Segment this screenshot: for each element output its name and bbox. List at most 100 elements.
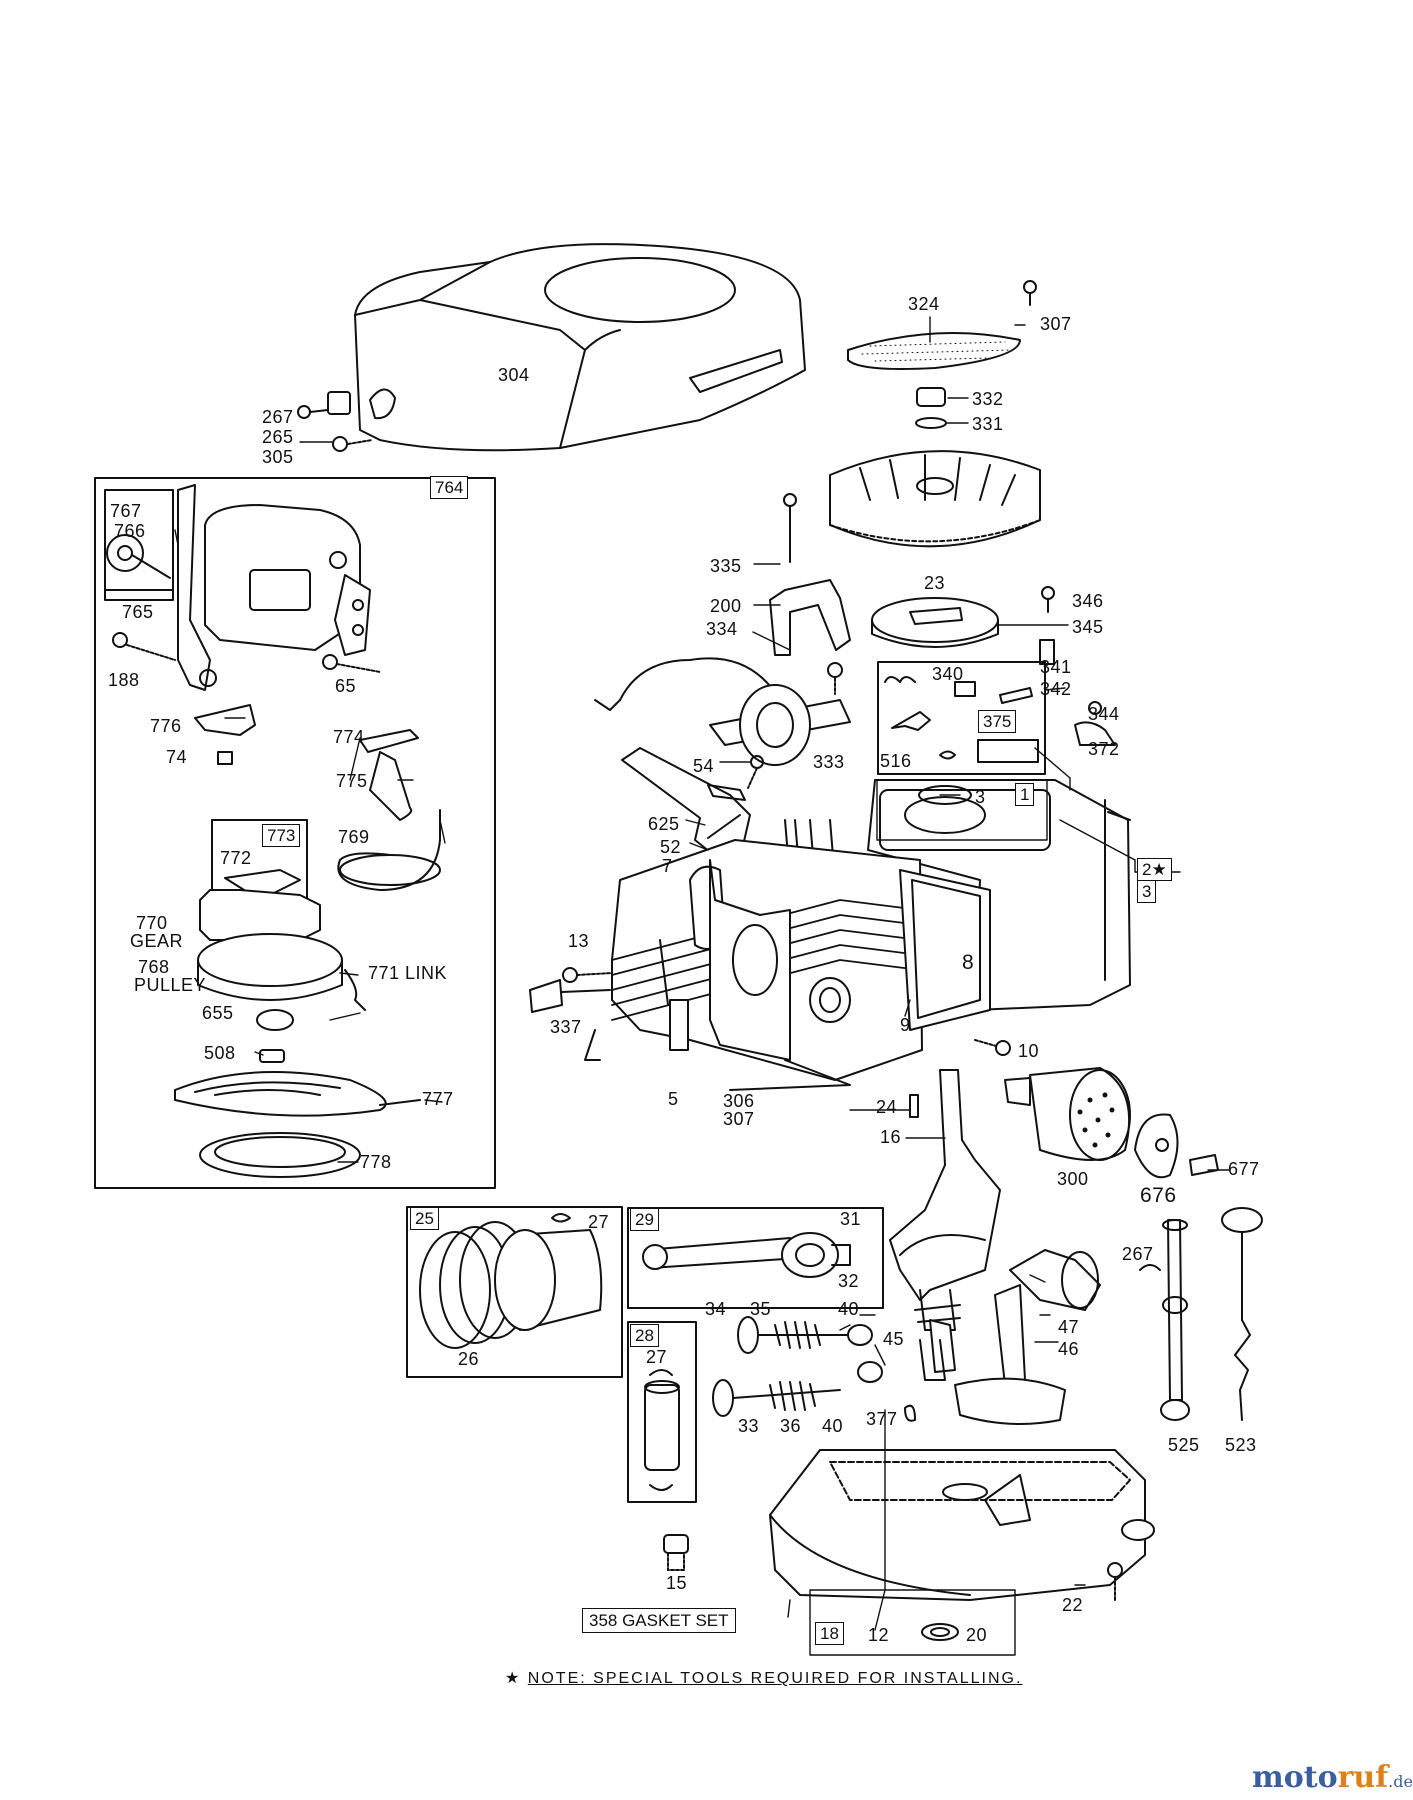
- callout-45: 45: [883, 1329, 905, 1349]
- callout-307-b: 307: [723, 1109, 755, 1129]
- callout-774: 774: [333, 727, 365, 747]
- sump-base-parts: [663, 1449, 1155, 1641]
- callout-335: 335: [710, 556, 742, 576]
- callout-332: 332: [972, 389, 1004, 409]
- callout-200: 200: [710, 596, 742, 616]
- callout-340: 340: [932, 664, 964, 684]
- callout-770: 770: [136, 913, 168, 933]
- callout-27: 27: [588, 1212, 610, 1232]
- callout-34: 34: [705, 1299, 727, 1319]
- callout-65: 65: [335, 676, 357, 696]
- callout-625: 625: [648, 814, 680, 834]
- engine-block-part: [529, 779, 1131, 1091]
- callout-20: 20: [966, 1625, 988, 1645]
- callout-32: 32: [838, 1271, 860, 1291]
- callout-304: 304: [498, 365, 530, 385]
- callout-3-box: 3: [1137, 880, 1157, 903]
- callout-267-b: 267: [1122, 1244, 1154, 1264]
- callout-gear: GEAR: [130, 931, 184, 951]
- callout-375: 375: [978, 710, 1017, 733]
- callout-35: 35: [750, 1299, 772, 1319]
- callout-31: 31: [840, 1209, 862, 1229]
- callout-337: 337: [550, 1017, 582, 1037]
- callout-pulley: PULLEY: [134, 975, 207, 995]
- callout-16: 16: [880, 1127, 902, 1147]
- dipstick-and-breather-parts: [1139, 1207, 1263, 1421]
- watermark-part2: ruf: [1337, 1760, 1389, 1795]
- callout-188: 188: [108, 670, 140, 690]
- callout-768: 768: [138, 957, 170, 977]
- callout-372: 372: [1088, 739, 1120, 759]
- callout-306: 306: [723, 1091, 755, 1111]
- callout-40-b: 40: [822, 1416, 844, 1436]
- muffler-parts: [1004, 1067, 1219, 1179]
- callout-46: 46: [1058, 1339, 1080, 1359]
- callout-2-star: 2★: [1137, 858, 1172, 881]
- callout-9: 9: [900, 1015, 911, 1035]
- callout-36: 36: [780, 1416, 802, 1436]
- callout-3: 3: [975, 787, 986, 807]
- piston-rings-kit-parts: [406, 1206, 623, 1378]
- callout-74: 74: [166, 747, 188, 767]
- leader-lines: [174, 316, 1231, 1631]
- note-text: : SPECIAL TOOLS REQUIRED FOR INSTALLING.: [580, 1670, 1023, 1687]
- callout-516: 516: [880, 751, 912, 771]
- callout-342: 342: [1040, 679, 1072, 699]
- callout-33: 33: [738, 1416, 760, 1436]
- callout-508: 508: [204, 1043, 236, 1063]
- callout-346: 346: [1072, 591, 1104, 611]
- callout-333: 333: [813, 752, 845, 772]
- callout-334: 334: [706, 619, 738, 639]
- callout-777: 777: [422, 1089, 454, 1109]
- callout-771-link: 771 LINK: [368, 963, 448, 983]
- callout-300: 300: [1057, 1169, 1089, 1189]
- callout-764: 764: [430, 476, 469, 499]
- callout-5: 5: [668, 1089, 679, 1109]
- callout-769: 769: [338, 827, 370, 847]
- callout-27-b: 27: [646, 1347, 668, 1367]
- callout-12: 12: [868, 1625, 890, 1645]
- callout-13: 13: [568, 931, 590, 951]
- callout-15: 15: [666, 1573, 688, 1593]
- note-star-icon: ★: [505, 1670, 522, 1687]
- armature-and-bracket-parts: [594, 493, 851, 766]
- callout-677: 677: [1228, 1159, 1260, 1179]
- callout-40: 40: [838, 1299, 860, 1319]
- cover-plate-part: [871, 586, 1055, 648]
- callout-1: 1: [1015, 783, 1035, 806]
- callout-10: 10: [1018, 1041, 1040, 1061]
- callout-24: 24: [876, 1097, 898, 1117]
- callout-765: 765: [122, 602, 154, 622]
- callout-8: 8: [962, 951, 975, 974]
- callout-18: 18: [815, 1622, 844, 1645]
- breaker-points-kit-parts: [877, 639, 1116, 775]
- callout-525: 525: [1168, 1435, 1200, 1455]
- rewind-starter-kit-parts: [94, 477, 496, 1189]
- callout-778: 778: [360, 1152, 392, 1172]
- motoruf-watermark: motoruf.de: [1252, 1760, 1413, 1795]
- callout-28: 28: [630, 1324, 659, 1347]
- callout-25: 25: [410, 1207, 439, 1230]
- callout-767: 767: [110, 501, 142, 521]
- valves-and-springs-parts: [712, 1316, 916, 1422]
- callout-345: 345: [1072, 617, 1104, 637]
- callout-344: 344: [1088, 704, 1120, 724]
- callout-305: 305: [262, 447, 294, 467]
- callout-52: 52: [660, 837, 682, 857]
- callout-775: 775: [336, 771, 368, 791]
- screen-and-flywheel-parts: [829, 280, 1041, 548]
- callout-766: 766: [114, 521, 146, 541]
- crankshaft-and-camshaft-parts: [889, 1069, 1101, 1425]
- callout-773: 773: [262, 824, 301, 847]
- callout-523: 523: [1225, 1435, 1257, 1455]
- kit-frame-18: [809, 1589, 1016, 1656]
- callout-267: 267: [262, 407, 294, 427]
- callout-29: 29: [630, 1208, 659, 1231]
- callout-776: 776: [150, 716, 182, 736]
- callout-324: 324: [908, 294, 940, 314]
- callout-307: 307: [1040, 314, 1072, 334]
- callout-655: 655: [202, 1003, 234, 1023]
- callout-47: 47: [1058, 1317, 1080, 1337]
- blower-housing-part: [297, 243, 806, 452]
- special-tools-note: ★ NOTE: SPECIAL TOOLS REQUIRED FOR INSTA…: [505, 1668, 1022, 1688]
